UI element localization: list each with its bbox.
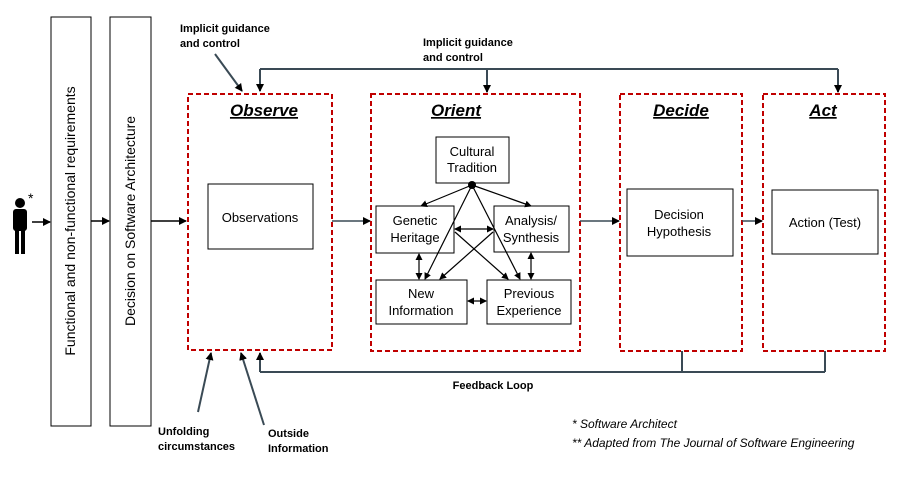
feedback-loop-label: Feedback Loop — [453, 380, 534, 392]
outside-information-line1: Outside — [268, 428, 309, 440]
implicit-guidance-left-arrow — [214, 53, 243, 92]
previous-experience-line2: Experience — [496, 303, 561, 318]
outside-information-arrow — [239, 352, 265, 426]
unfolding-circumstances-arrow — [197, 352, 214, 413]
analysis-synthesis-line1: Analysis/ — [505, 213, 557, 228]
decision-hypothesis-box — [626, 188, 734, 257]
implicit-guidance-left-line2: and control — [180, 38, 240, 50]
action-test-label: Action (Test) — [789, 215, 861, 230]
orient-connectors — [415, 181, 535, 305]
new-information-line1: New — [408, 286, 435, 301]
previous-experience-box — [486, 279, 572, 325]
new-information-box — [375, 279, 468, 325]
action-test-box — [771, 189, 879, 255]
observe-title: Observe — [230, 101, 298, 120]
implicit-guidance-loop — [256, 68, 842, 93]
genetic-heritage-line1: Genetic — [393, 213, 438, 228]
genetic-heritage-line2: Heritage — [390, 230, 439, 245]
analysis-synthesis-box — [493, 205, 570, 253]
observations-box — [207, 183, 314, 250]
architecture-label: Decision on Software Architecture — [122, 116, 138, 326]
outside-information-line2: Information — [268, 443, 329, 455]
unfolding-circumstances-line2: circumstances — [158, 441, 235, 453]
implicit-guidance-top-line2: and control — [423, 52, 483, 64]
decision-hypothesis-line1: Decision — [654, 207, 704, 222]
decision-hypothesis-line2: Hypothesis — [647, 224, 712, 239]
footnote-software-architect: * Software Architect — [572, 417, 678, 431]
new-information-line2: Information — [388, 303, 453, 318]
cultural-tradition-box — [435, 136, 510, 184]
analysis-synthesis-line2: Synthesis — [503, 230, 560, 245]
person-icon — [13, 198, 27, 254]
decide-title: Decide — [653, 101, 709, 120]
observations-label: Observations — [222, 210, 299, 225]
orient-phase — [370, 93, 581, 352]
cultural-tradition-line1: Cultural — [450, 144, 495, 159]
orient-title: Orient — [431, 101, 482, 120]
implicit-guidance-top-line1: Implicit guidance — [423, 37, 513, 49]
requirements-bar — [50, 16, 92, 427]
cultural-tradition-line2: Tradition — [447, 160, 497, 175]
observe-phase — [187, 93, 333, 351]
act-title: Act — [808, 101, 838, 120]
unfolding-circumstances-line1: Unfolding — [158, 426, 209, 438]
architecture-bar — [109, 16, 152, 427]
requirements-label: Functional and non-functional requiremen… — [62, 86, 78, 355]
feedback-loop — [256, 351, 826, 373]
previous-experience-line1: Previous — [504, 286, 555, 301]
actor-footnote-mark: * — [28, 190, 34, 206]
genetic-heritage-box — [375, 205, 455, 254]
implicit-guidance-left-line1: Implicit guidance — [180, 23, 270, 35]
footnote-adapted-from: ** Adapted from The Journal of Software … — [572, 436, 855, 450]
